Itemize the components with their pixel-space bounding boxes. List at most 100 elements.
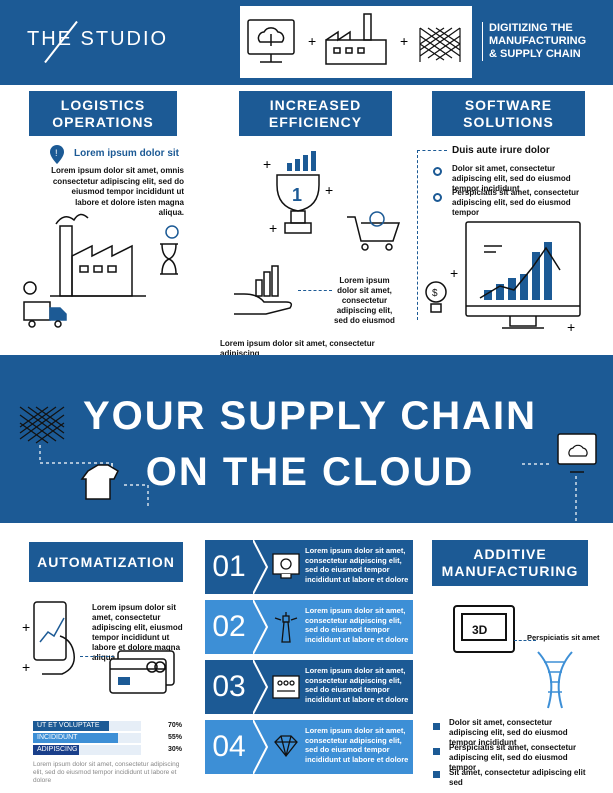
plus-icon-7: + xyxy=(567,319,575,335)
bar-label-3: ADIPISCING xyxy=(37,746,78,753)
banner-left-icons xyxy=(19,406,149,509)
bar-label-1: UT ET VOLUPTATE xyxy=(37,722,100,729)
bar-pct-3: 30% xyxy=(167,746,182,753)
step-number-04: 04 xyxy=(212,730,246,763)
header-icons: + + xyxy=(247,13,461,65)
connector-vertical xyxy=(417,150,418,320)
diamond-icon xyxy=(274,735,298,758)
trophy-scene-icon: 1 + + + xyxy=(263,151,401,251)
smoke-icon xyxy=(55,213,89,225)
trophy-icon: 1 xyxy=(276,174,320,234)
plus-icon-9: + xyxy=(22,659,30,675)
additive-item-2: Perspiciatis sit amet, consectetur adipi… xyxy=(449,743,577,772)
software-item-2: Perspiciatis sit amet, consectetur adipi… xyxy=(452,188,580,217)
bar-label-2: INCIDIDUNT xyxy=(37,734,78,741)
step-number-02: 02 xyxy=(212,610,246,643)
connector-line-2 xyxy=(417,150,447,151)
additive-side-text: Perspiciatis sit amet xyxy=(527,633,600,642)
svg-text:!: ! xyxy=(55,148,58,158)
progress-bar-1: UT ET VOLUPTATE xyxy=(33,721,109,731)
connector-line-3 xyxy=(80,656,114,657)
chainlink-fence-icon xyxy=(419,27,461,62)
step-text-04: Lorem ipsum dolor sit amet, consectetur … xyxy=(305,726,409,764)
hourglass-icon xyxy=(160,225,179,275)
logistics-label-line-1: LOGISTICS xyxy=(60,96,146,113)
logistics-subtitle: Lorem ipsum dolor sit xyxy=(74,148,180,159)
header-title: DIGITIZING THE MANUFACTURING & SUPPLY CH… xyxy=(482,22,607,61)
step-number-03: 03 xyxy=(212,670,246,703)
automatization-footnote: Lorem ipsum dolor sit amet, consectetur … xyxy=(33,761,180,784)
banner-right-icons xyxy=(522,433,597,522)
step-text-03: Lorem ipsum dolor sit amet, consectetur … xyxy=(305,666,409,704)
bullet-circle xyxy=(433,167,442,176)
bar-pct-1: 70% xyxy=(167,722,182,729)
cloud-monitor-icon-2 xyxy=(557,433,597,473)
software-label: SOFTWARE SOLUTIONS xyxy=(432,91,585,136)
additive-item-1: Dolor sit amet, consectetur adipiscing e… xyxy=(449,718,568,747)
control-panel-icon xyxy=(272,675,300,699)
bullet-square-1 xyxy=(433,723,440,730)
header-title-line-1: DIGITIZING THE xyxy=(489,22,573,34)
svg-text:1: 1 xyxy=(292,185,302,205)
monitor-icon xyxy=(272,553,300,579)
logistics-body: Lorem ipsum dolor sit amet, omnis consec… xyxy=(51,166,184,217)
step-text-02: Lorem ipsum dolor sit amet, consectetur … xyxy=(305,606,409,644)
logistics-label: LOGISTICS OPERATIONS xyxy=(29,91,177,136)
header-icon-panel: + + xyxy=(240,6,472,78)
cloud-monitor-icon xyxy=(247,19,295,63)
plus-icon-6: + xyxy=(450,265,458,281)
phone-chart-icon: + + xyxy=(22,601,75,675)
bullet-square-3 xyxy=(433,771,440,778)
plus-icon-3: + xyxy=(263,156,271,172)
efficiency-caption: Lorem ipsum dolor sit amet, consectetur … xyxy=(220,339,375,358)
clock-icon xyxy=(23,281,37,295)
banner-title: YOUR SUPPLY CHAIN ON THE CLOUD xyxy=(40,388,580,500)
tshirt-icon xyxy=(80,464,119,500)
svg-text:$: $ xyxy=(432,288,438,299)
step-number-01: 01 xyxy=(212,550,246,583)
logistics-label-line-2: OPERATIONS xyxy=(52,113,154,130)
efficiency-side-text: Lorem ipsum dolor sit amet, consectetur … xyxy=(334,276,395,325)
plus-icon-4: + xyxy=(325,182,333,198)
chevron-icon-4 xyxy=(253,720,269,774)
fence-icon xyxy=(19,406,65,444)
printer-3d-text: 3D xyxy=(472,623,488,637)
banner-line-1: YOUR SUPPLY CHAIN xyxy=(82,394,538,438)
delivery-truck-icon xyxy=(23,281,67,328)
progress-bar-2: INCIDIDUNT xyxy=(33,733,118,743)
cart-gear-icon xyxy=(347,211,401,251)
header-title-line-3: & SUPPLY CHAIN xyxy=(489,48,581,60)
automatization-label: AUTOMATIZATION xyxy=(29,542,183,582)
additive-item-3: Sit amet, consectetur adipiscing elit se… xyxy=(449,768,586,787)
hand-chart-icon xyxy=(234,265,293,315)
plus-icon: + xyxy=(308,33,316,49)
software-label-line-1: SOFTWARE xyxy=(464,96,553,113)
bullet-circle-2 xyxy=(433,193,442,202)
chevron-icon-3 xyxy=(253,660,269,714)
bar-track-3 xyxy=(33,745,141,755)
additive-label-line-2: MANUFACTURING xyxy=(441,563,579,579)
software-label-line-2: SOLUTIONS xyxy=(463,113,554,130)
factory-icon xyxy=(325,13,387,65)
efficiency-label: INCREASED EFFICIENCY xyxy=(239,91,392,136)
automatization-body: Lorem ipsum dolor sit amet, consectetur … xyxy=(92,603,183,662)
chevron-icon xyxy=(253,540,269,594)
3d-printer-icon: 3D xyxy=(453,605,515,653)
additive-label: ADDITIVE MANUFACTURING xyxy=(432,540,588,586)
step-01: 01 Lorem ipsum dolor sit amet, consectet… xyxy=(205,540,413,594)
bar-pct-2: 55% xyxy=(167,734,182,741)
step-text-01: Lorem ipsum dolor sit amet, consectetur … xyxy=(305,546,409,584)
chevron-icon-2 xyxy=(253,600,269,654)
monitor-bars xyxy=(484,242,552,300)
header-title-line-2: MANUFACTURING xyxy=(489,35,587,47)
lightbulb-dollar-icon: $ xyxy=(425,281,447,313)
plus-icon-2: + xyxy=(400,33,408,49)
location-pin-icon: ! xyxy=(50,145,64,164)
connector-line xyxy=(298,290,332,291)
growth-bars-icon xyxy=(287,151,316,171)
efficiency-label-line-1: INCREASED xyxy=(269,96,362,113)
plus-icon-8: + xyxy=(22,619,30,635)
logo: THE STUDIO xyxy=(27,28,169,50)
factory-scene-icon xyxy=(23,213,179,328)
step-02: 02 Lorem ipsum dolor sit amet, consectet… xyxy=(205,600,413,654)
